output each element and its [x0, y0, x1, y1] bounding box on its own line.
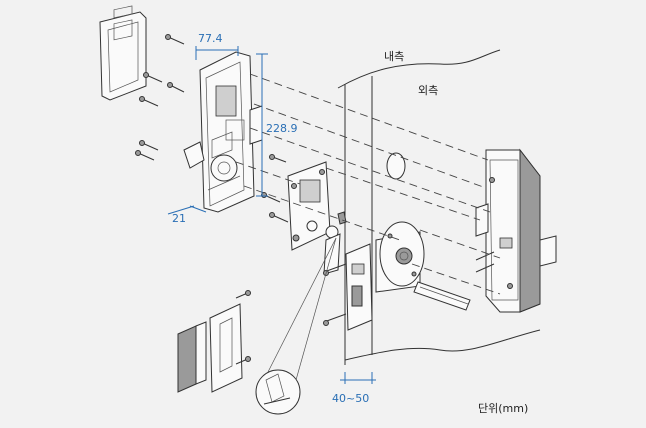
dim-door-thickness-label: 40~50 — [332, 392, 369, 405]
label-unit: 단위(mm) — [478, 402, 528, 415]
dimension-width: 77.4 — [195, 32, 239, 60]
label-outside: 외측 — [418, 84, 438, 97]
inner-handle-stub — [249, 105, 263, 145]
door-hole-top — [386, 152, 406, 180]
dim-height-label: 228.9 — [266, 122, 298, 135]
inner-body — [183, 51, 263, 213]
outside-rosette — [379, 221, 425, 287]
spindle-bar — [413, 281, 471, 311]
back-cover — [99, 5, 147, 101]
mounting-plate — [287, 161, 331, 251]
dimension-door-thickness: 40~50 — [332, 372, 376, 405]
dimension-depth: 21 — [167, 205, 207, 225]
thumbturn-gear — [210, 154, 238, 182]
outer-body — [475, 148, 557, 313]
alignment-lines — [235, 73, 501, 295]
dim-depth-label: 21 — [172, 212, 186, 225]
dim-width-label: 77.4 — [198, 32, 223, 45]
outer-handle-stub — [475, 203, 489, 237]
mortise-latch — [323, 243, 373, 331]
outer-lever — [539, 235, 557, 267]
spindle-assembly — [323, 211, 347, 275]
dimension-height: 228.9 — [256, 53, 298, 197]
detail-inset — [255, 237, 337, 415]
inner-lever — [183, 141, 205, 169]
mounting-screws — [135, 34, 289, 223]
strike-plate — [177, 290, 251, 393]
label-inside: 내측 — [384, 50, 404, 63]
